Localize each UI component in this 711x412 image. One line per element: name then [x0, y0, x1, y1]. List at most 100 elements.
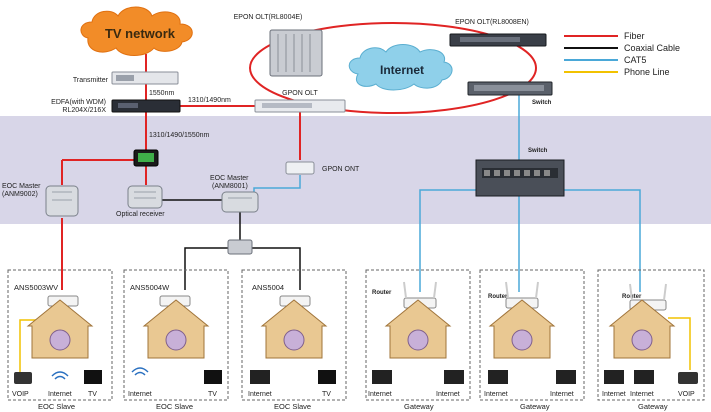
switch-mid-device	[475, 159, 565, 197]
nm1550-label: 1550nm	[149, 90, 174, 97]
internet-label: Internet	[380, 63, 424, 77]
home-right-device-1	[84, 370, 102, 384]
home-right-device-5	[556, 370, 576, 384]
switch-top-label: Switch	[532, 100, 552, 106]
home-left-label-6: Internet	[602, 391, 626, 398]
home-model-4: Router	[372, 290, 392, 296]
home-left-device-5	[488, 370, 508, 384]
home-people-4	[407, 329, 429, 351]
nm-triple-label: 1310/1490/1550nm	[149, 132, 209, 139]
epon-8en-label: EPON OLT(RL8008EN)	[455, 19, 529, 26]
epon-olt-4e-device	[269, 29, 323, 77]
nm-pair-label: 1310/1490nm	[188, 97, 231, 104]
home-right-device-4	[444, 370, 464, 384]
phone-line-home6	[668, 317, 691, 370]
eoc-master-left-label-2: (ANM9002)	[2, 191, 38, 198]
eoc-master-left-device	[45, 185, 79, 217]
home-house-1	[26, 299, 94, 359]
tv-network-cloud: TV network	[80, 6, 193, 56]
home-right-label-4: Internet	[436, 391, 460, 398]
home-left-label-3: Internet	[248, 391, 272, 398]
home-people-3	[283, 329, 305, 351]
transmitter-label: Transmitter	[73, 77, 109, 84]
home-model-2: ANS5004W	[130, 283, 170, 292]
home-left-device-6	[604, 370, 624, 384]
switch-mid-label: Switch	[528, 148, 548, 154]
eoc-master-mid-label-1: EOC Master	[210, 175, 249, 182]
optical-receiver-label: Optical receiver	[116, 211, 165, 218]
legend-label-cat5: CAT5	[624, 55, 646, 65]
fiber-ring	[249, 22, 537, 114]
legend: Fiber Coaxial Cable CAT5 Phone Line	[564, 31, 680, 77]
home-people-6	[631, 329, 653, 351]
coax-splitter-home3	[252, 247, 301, 290]
cables	[19, 22, 691, 372]
home-left-label-1: VOIP	[12, 391, 29, 398]
home-left-device-4	[372, 370, 392, 384]
home-model-5: Router	[488, 294, 508, 300]
distribution-band	[0, 116, 711, 224]
home-right-label-3: TV	[322, 391, 331, 398]
home-phone-6	[678, 372, 698, 384]
home-house-5	[488, 299, 556, 359]
home-right-label-1: TV	[88, 391, 97, 398]
home-house-4	[384, 299, 452, 359]
home-box-3: ANS5004 Internet TV	[241, 269, 347, 401]
home-house-2	[142, 299, 210, 359]
edfa-label-2: RL204X/216X	[62, 107, 106, 114]
group-label-1: EOC Slave	[38, 402, 75, 411]
edfa-device	[111, 99, 181, 113]
internet-cloud: Internet	[348, 44, 453, 91]
home-right-device-2	[204, 370, 222, 384]
group-label-2: EOC Slave	[156, 402, 193, 411]
home-box-5: Router Internet Internet	[479, 269, 585, 401]
group-label-6: Gateway	[638, 402, 668, 411]
group-label-4: Gateway	[404, 402, 434, 411]
home-model-3: ANS5004	[252, 283, 284, 292]
optical-node-device	[133, 149, 159, 167]
home-house-6	[608, 299, 676, 359]
home-mid-device-6	[634, 370, 654, 384]
home-model-1: ANS5003WV	[14, 283, 58, 292]
home-box-4: Router Internet Internet	[365, 269, 471, 401]
home-house-3	[260, 299, 328, 359]
epon-4e-label: EPON OLT(RL8004E)	[234, 14, 303, 21]
switch-top-device	[467, 81, 553, 96]
coax-splitter-home2	[184, 247, 228, 290]
home-people-1	[49, 329, 71, 351]
group-label-5: Gateway	[520, 402, 550, 411]
home-people-2	[165, 329, 187, 351]
eoc-master-left-label-1: EOC Master	[2, 183, 41, 190]
cat5-switch-home4	[419, 189, 488, 292]
home-wifi-2	[131, 367, 149, 376]
epon-olt-8en-device	[449, 33, 547, 47]
optical-receiver-device	[127, 185, 163, 209]
legend-label-coax: Coaxial Cable	[624, 43, 680, 53]
edfa-label-1: EDFA(with WDM)	[51, 99, 106, 106]
transmitter-device	[111, 71, 179, 85]
splitter-device	[227, 239, 253, 255]
gpon-ont-device	[285, 161, 315, 175]
eoc-master-mid-label-2: (ANM8001)	[212, 183, 248, 190]
home-box-1: ANS5003WV VOIP Internet TV	[7, 269, 113, 401]
gpon-ont-label: GPON ONT	[322, 166, 360, 173]
home-right-label-2: TV	[208, 391, 217, 398]
cat5-switch-home6	[550, 189, 641, 292]
home-mid-label-6: Internet	[630, 391, 654, 398]
tv-network-label: TV network	[105, 26, 176, 41]
home-left-device-1	[14, 372, 32, 384]
group-label-3: EOC Slave	[274, 402, 311, 411]
home-right-label-6: VOIP	[678, 391, 695, 398]
gpon-olt-label: GPON OLT	[282, 90, 318, 97]
home-mid-label-1: Internet	[48, 391, 72, 398]
home-right-device-3	[318, 370, 336, 384]
legend-label-fiber: Fiber	[624, 31, 645, 41]
home-left-label-4: Internet	[368, 391, 392, 398]
home-box-6: Router Internet Internet VOIP	[597, 269, 705, 401]
home-mid-device-1	[51, 371, 69, 380]
home-left-label-5: Internet	[484, 391, 508, 398]
home-box-2: ANS5004W Internet TV	[123, 269, 229, 401]
gpon-olt-device	[254, 99, 346, 113]
legend-label-phone: Phone Line	[624, 67, 670, 77]
